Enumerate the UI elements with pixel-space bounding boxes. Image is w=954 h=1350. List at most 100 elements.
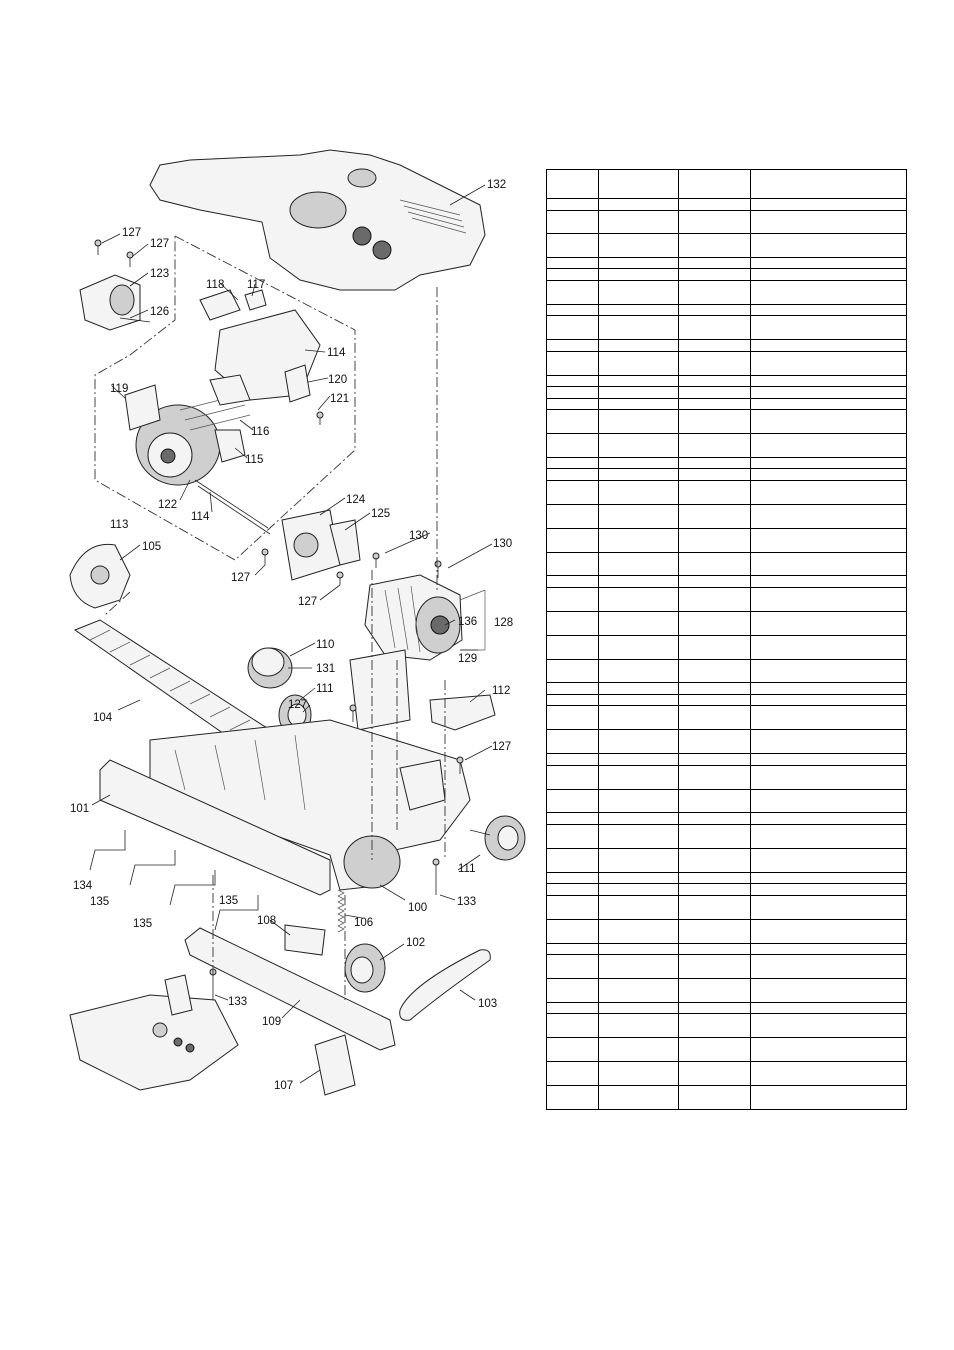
table-row <box>546 1084 907 1110</box>
table-row <box>546 658 907 684</box>
table-cell <box>546 682 599 695</box>
table-cell <box>598 705 679 731</box>
table-cell <box>678 788 751 814</box>
exploded-parts-diagram: 100 101 102 103 104 105 106 107 108 109 … <box>69 149 526 1096</box>
table-cell <box>546 586 599 612</box>
table-cell <box>750 847 907 873</box>
table-cell <box>750 374 907 388</box>
table-cell <box>598 479 679 505</box>
table-row <box>546 954 907 979</box>
knob-part <box>79 274 151 331</box>
table-cell <box>546 374 599 388</box>
table-row <box>546 586 907 612</box>
callout-123: 123 <box>150 268 169 280</box>
table-cell <box>546 397 599 411</box>
table-cell <box>546 1084 599 1110</box>
table-header-row <box>546 168 907 200</box>
table-row <box>546 409 907 435</box>
table-cell <box>750 1037 907 1063</box>
table-cell <box>546 339 599 352</box>
callout-114: 114 <box>327 347 346 359</box>
table-cell <box>546 847 599 873</box>
table-cell <box>678 977 751 1003</box>
table-cell <box>750 705 907 731</box>
table-cell <box>598 753 679 766</box>
table-cell <box>750 610 907 636</box>
table-cell <box>750 658 907 684</box>
table-row <box>546 551 907 577</box>
table-cell <box>678 303 751 317</box>
table-cell <box>678 279 751 305</box>
table-cell <box>598 586 679 612</box>
callout-130-b: 130 <box>493 538 512 550</box>
table-cell <box>678 232 751 258</box>
table-cell <box>598 279 679 305</box>
table-cell <box>678 729 751 755</box>
table-cell <box>546 1013 599 1039</box>
table-cell <box>598 1037 679 1063</box>
table-cell <box>678 1061 751 1086</box>
parts-list-table <box>546 168 907 1110</box>
table-cell <box>750 1013 907 1039</box>
table-cell <box>598 256 679 270</box>
callout-106: 106 <box>354 917 373 929</box>
table-row <box>546 433 907 458</box>
table-cell <box>678 575 751 588</box>
table-cell <box>678 551 751 577</box>
callout-102: 102 <box>406 937 425 949</box>
table-cell <box>750 315 907 341</box>
table-cell <box>678 682 751 695</box>
table-cell <box>750 871 907 885</box>
table-cell <box>546 350 599 376</box>
table-cell <box>598 954 679 979</box>
table-cell <box>678 527 751 553</box>
table-cell <box>750 527 907 553</box>
table-cell <box>546 1061 599 1086</box>
table-cell <box>750 350 907 376</box>
table-cell <box>750 729 907 755</box>
table-cell <box>750 209 907 234</box>
table-cell <box>678 198 751 211</box>
table-cell <box>678 705 751 731</box>
table-cell <box>598 527 679 553</box>
table-cell <box>546 894 599 920</box>
table-cell <box>598 682 679 695</box>
table-cell <box>750 256 907 270</box>
base-housing-part <box>149 719 471 891</box>
callout-110: 110 <box>316 639 334 651</box>
assembly-guide-lines <box>104 287 486 1000</box>
table-cell <box>598 610 679 636</box>
table-cell <box>546 729 599 755</box>
table-cell <box>678 883 751 896</box>
callout-128: 128 <box>494 617 513 629</box>
table-cell <box>546 315 599 341</box>
table-cell <box>598 209 679 234</box>
table-cell <box>750 433 907 458</box>
callout-113: 113 <box>110 519 128 531</box>
table-row <box>546 350 907 376</box>
table-row <box>546 198 907 211</box>
assembly-outline <box>94 235 356 561</box>
table-cell <box>750 339 907 352</box>
table-cell <box>546 610 599 636</box>
hose-assembly-part <box>124 289 321 535</box>
table-cell <box>678 350 751 376</box>
callout-132: 132 <box>487 179 506 191</box>
filter-part <box>247 647 293 689</box>
right-wheel-part <box>469 815 526 861</box>
table-cell <box>598 198 679 211</box>
table-row <box>546 339 907 352</box>
table-cell <box>750 232 907 258</box>
table-cell <box>750 1001 907 1015</box>
table-cell <box>546 256 599 270</box>
table-cell <box>546 918 599 944</box>
table-cell <box>678 1001 751 1015</box>
table-cell <box>546 871 599 885</box>
table-cell <box>750 386 907 399</box>
table-cell <box>678 339 751 352</box>
table-cell <box>598 812 679 825</box>
table-cell <box>678 918 751 944</box>
table-cell <box>678 209 751 234</box>
callout-131: 131 <box>316 663 335 675</box>
table-cell <box>750 503 907 529</box>
